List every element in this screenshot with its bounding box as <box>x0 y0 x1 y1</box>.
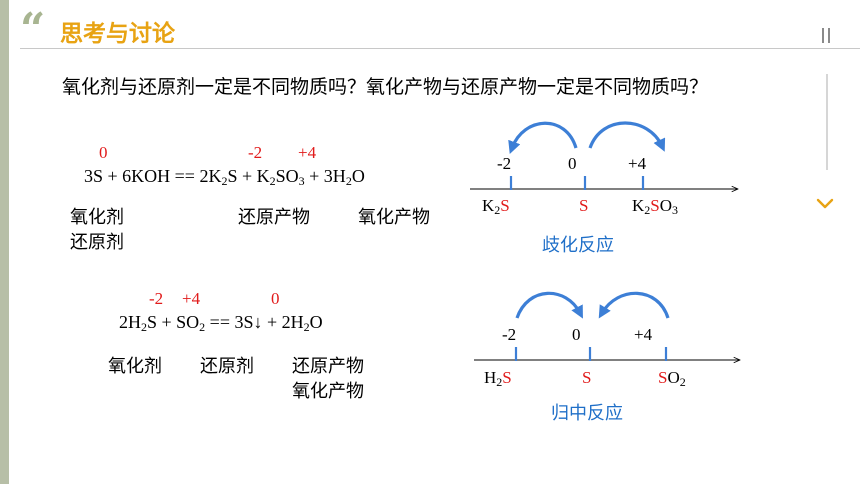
ox-state-so2: +4 <box>182 289 201 308</box>
quote-mark-icon: “ <box>20 4 46 55</box>
tick-label: 0 <box>568 154 577 173</box>
curved-arrow-icon <box>508 121 578 154</box>
species-s: S <box>582 368 592 387</box>
role-oxidant: 氧化剂 <box>108 356 162 377</box>
product-reduction: 还原产物 <box>292 356 364 377</box>
product-oxidation: 氧化产物 <box>358 207 430 228</box>
species-k2s: K2S <box>482 196 510 217</box>
role-reductant: 还原剂 <box>200 356 254 377</box>
slide-title: 思考与讨论 <box>60 21 175 47</box>
header-divider <box>20 48 860 49</box>
species-s: S <box>579 196 589 215</box>
equation-disproportionation: 3S + 6KOH == 2K2S + K2SO3 + 3H2O <box>84 166 365 188</box>
role-oxidant: 氧化剂 <box>70 207 124 228</box>
tick-label: +4 <box>634 325 653 344</box>
reaction-type-label: 归中反应 <box>551 403 623 424</box>
species-h2s: H2S <box>484 368 512 389</box>
tick-label: +4 <box>628 154 647 173</box>
chevron-down-icon[interactable] <box>816 196 834 210</box>
tick-label: -2 <box>497 154 512 173</box>
ox-state-s: 0 <box>99 143 108 162</box>
curved-arrow-icon <box>515 291 583 319</box>
ox-state-k2so3: +4 <box>298 143 317 162</box>
reaction-type-label: 歧化反应 <box>542 235 614 256</box>
role-reductant: 还原剂 <box>70 232 124 253</box>
scrollbar-track[interactable] <box>826 74 828 170</box>
side-accent-bar <box>0 0 9 484</box>
question-text: 氧化剂与还原剂一定是不同物质吗？氧化产物与还原产物一定是不同物质吗？ <box>62 76 709 98</box>
ox-state-k2s: -2 <box>248 143 263 162</box>
product-reduction: 还原产物 <box>238 207 310 228</box>
species-so2: SO2 <box>658 368 686 389</box>
tick-label: 0 <box>572 325 581 344</box>
ox-state-h2s: -2 <box>149 289 164 308</box>
tick-label: -2 <box>502 325 517 344</box>
equation-comproportionation: 2H2S + SO2 == 3S↓ + 2H2O <box>119 312 323 334</box>
species-k2so3: K2SO3 <box>632 196 679 217</box>
curved-arrow-icon <box>588 121 666 152</box>
curved-arrow-icon <box>598 291 670 319</box>
ox-state-s: 0 <box>271 289 280 308</box>
pause-icon[interactable] <box>822 28 832 44</box>
product-oxidation: 氧化产物 <box>292 381 364 402</box>
